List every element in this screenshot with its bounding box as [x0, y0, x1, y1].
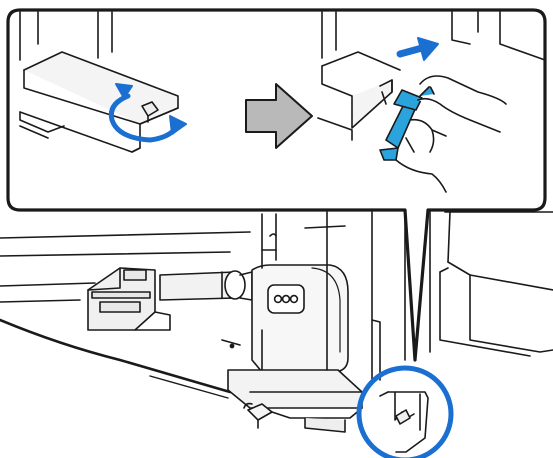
motor-unit	[252, 265, 348, 372]
display-panel	[268, 285, 304, 313]
right-cabinet	[440, 212, 553, 356]
highlight-circle	[359, 368, 451, 458]
left-holder	[88, 268, 170, 330]
roll-shaft	[160, 271, 252, 300]
printer-base-scene	[0, 212, 553, 432]
